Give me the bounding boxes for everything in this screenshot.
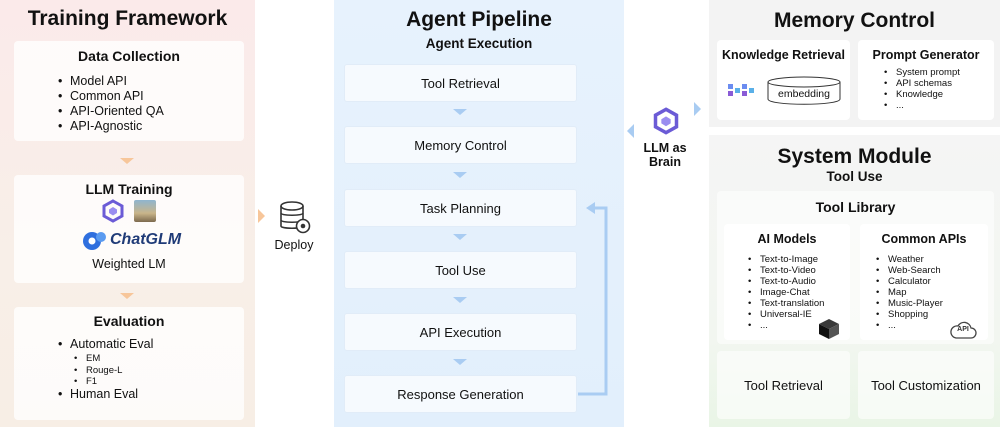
tool-retrieval-label: Tool Retrieval (744, 377, 823, 393)
down-arrow-icon (453, 109, 467, 115)
human-eval-item: Human Eval (58, 387, 238, 402)
right-arrow-icon (258, 209, 265, 223)
list-item: API-Oriented QA (58, 104, 238, 119)
down-arrow-icon (453, 359, 467, 365)
down-arrow-icon (453, 297, 467, 303)
embedding-label: embedding (778, 88, 830, 100)
tool-use-subtitle: Tool Use (826, 169, 883, 184)
pipeline-step-response-generation: Response Generation (344, 375, 577, 413)
tool-library-title: Tool Library (815, 199, 896, 215)
ai-models-title: AI Models (757, 232, 817, 246)
prompt-generator-list: System prompt API schemas Knowledge ... (884, 67, 992, 111)
list-item: System prompt (884, 67, 992, 78)
brain-line-1: LLM as (643, 141, 687, 155)
step-label: Response Generation (397, 386, 524, 402)
list-item: ... (748, 320, 848, 331)
agent-pipeline-title: Agent Pipeline (406, 8, 552, 31)
list-item: API schemas (884, 78, 992, 89)
list-item: Weather (876, 254, 982, 265)
list-item: Human Eval (58, 387, 238, 402)
down-arrow-icon (120, 293, 134, 299)
list-item: ... (876, 320, 982, 331)
llm-training-card (14, 175, 244, 283)
list-item: Text-to-Video (748, 265, 848, 276)
list-item: F1 (74, 376, 194, 388)
left-arrow-icon (627, 124, 634, 138)
pipeline-step-api-execution: API Execution (344, 313, 577, 351)
pipeline-step-tool-retrieval: Tool Retrieval (344, 64, 577, 102)
embedding-logo-icon (726, 80, 758, 100)
pipeline-step-memory-control: Memory Control (344, 126, 577, 164)
step-label: Memory Control (414, 137, 507, 153)
step-label: Tool Retrieval (421, 75, 500, 91)
chatglm-logo-icon (82, 229, 108, 253)
agent-execution-subtitle: Agent Execution (425, 36, 533, 51)
loop-back-arrow-icon (578, 202, 608, 396)
weighted-lm-label: Weighted LM (92, 257, 166, 271)
list-item: EM (74, 353, 194, 365)
pipeline-step-tool-use: Tool Use (344, 251, 577, 289)
list-item: ... (884, 100, 992, 111)
memory-control-title: Memory Control (773, 9, 935, 32)
api-cloud-icon (949, 320, 977, 340)
common-apis-title: Common APIs (881, 232, 967, 246)
system-module-title: System Module (777, 145, 932, 168)
list-item: Image-Chat (748, 287, 848, 298)
down-arrow-icon (453, 172, 467, 178)
list-item: Universal-IE (748, 309, 848, 320)
list-item: Map (876, 287, 982, 298)
list-item: Knowledge (884, 89, 992, 100)
qwen-brain-icon (652, 107, 680, 135)
pipeline-step-task-planning: Task Planning (344, 189, 577, 227)
embedding-database-icon (766, 76, 842, 106)
llm-as-brain-label: LLM as Brain (630, 141, 700, 169)
tool-retrieval-box: Tool Retrieval (717, 351, 850, 419)
list-item: Music-Player (876, 298, 982, 309)
knowledge-retrieval-title: Knowledge Retrieval (722, 48, 845, 62)
api-badge-label: API (957, 326, 969, 333)
step-label: Task Planning (420, 200, 501, 216)
llm-training-title: LLM Training (85, 181, 173, 197)
prompt-generator-title: Prompt Generator (872, 48, 980, 62)
list-item: Calculator (876, 276, 982, 287)
training-framework-title: Training Framework (27, 7, 228, 30)
chatglm-label: ChatGLM (110, 231, 182, 248)
brain-line-2: Brain (649, 155, 681, 169)
list-item: API-Agnostic (58, 119, 238, 134)
qwen-logo-icon (101, 199, 125, 223)
list-item: Model API (58, 74, 238, 89)
database-gear-icon (278, 200, 312, 236)
list-item: Text-to-Image (748, 254, 848, 265)
ai-models-list: Text-to-Image Text-to-Video Text-to-Audi… (748, 254, 848, 331)
step-label: Tool Use (435, 262, 486, 278)
step-label: API Execution (419, 324, 502, 340)
list-item: Shopping (876, 309, 982, 320)
evaluation-title: Evaluation (93, 313, 165, 329)
llama-logo-icon (134, 200, 156, 222)
down-arrow-icon (453, 234, 467, 240)
list-item: Web-Search (876, 265, 982, 276)
list-item: Text-to-Audio (748, 276, 848, 287)
list-item: Text-translation (748, 298, 848, 309)
list-item: Common API (58, 89, 238, 104)
list-item: Rouge-L (74, 365, 194, 377)
down-arrow-icon (120, 158, 134, 164)
metric-list: EM Rouge-L F1 (74, 353, 194, 388)
data-collection-title: Data Collection (78, 48, 180, 64)
right-arrow-icon (694, 102, 701, 116)
automatic-eval-item: Automatic Eval (58, 337, 238, 352)
deploy-label: Deploy (274, 238, 314, 252)
list-item: Automatic Eval (58, 337, 238, 352)
tool-customization-box: Tool Customization (858, 351, 994, 419)
cube-icon (818, 318, 840, 340)
data-collection-list: Model API Common API API-Oriented QA API… (58, 74, 238, 134)
common-apis-list: Weather Web-Search Calculator Map Music-… (876, 254, 982, 331)
tool-customization-label: Tool Customization (871, 377, 981, 393)
